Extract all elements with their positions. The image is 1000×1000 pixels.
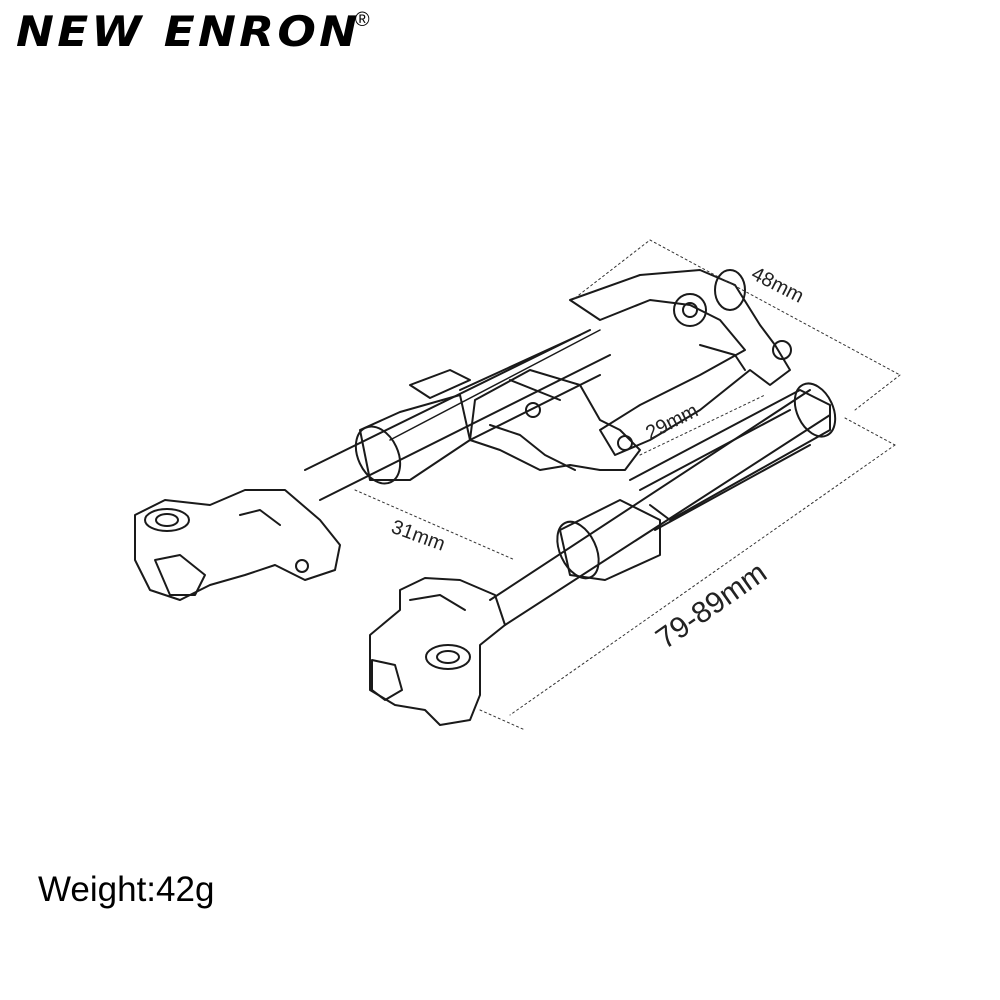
dimension-length: 79-89mm xyxy=(650,556,773,656)
upper-shaft xyxy=(304,329,611,501)
dimension-inner: 29mm xyxy=(642,400,702,445)
bracket-plate-center xyxy=(469,369,641,471)
brand-name: NEW ENRON xyxy=(16,7,361,56)
lower-shaft xyxy=(489,382,837,626)
dimension-offset: 31mm xyxy=(388,516,448,556)
brand-logo: NEW ENRON ® xyxy=(16,6,370,58)
dimension-width: 48mm xyxy=(748,263,808,308)
rod-end-lower xyxy=(369,577,506,726)
rod-end-upper xyxy=(134,489,341,601)
dimension-lines xyxy=(354,239,901,731)
bracket-plate-right xyxy=(569,269,792,456)
registered-mark: ® xyxy=(354,9,370,31)
weight-label: Weight:42g xyxy=(38,870,215,909)
